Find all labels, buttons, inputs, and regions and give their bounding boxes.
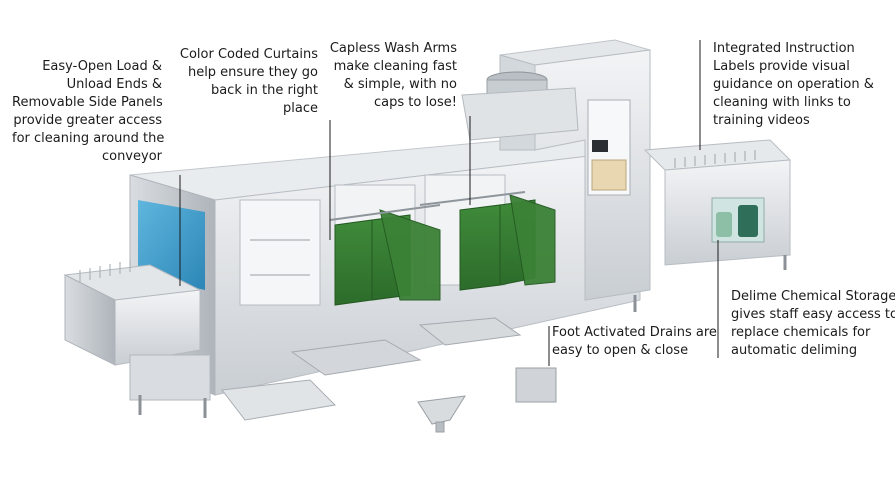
scrap-funnel — [417, 395, 466, 425]
callout-line: replace chemicals for — [731, 325, 871, 340]
drain-basket — [515, 367, 557, 403]
removed-tray-1 — [290, 339, 422, 376]
wash-arms — [329, 191, 526, 221]
exhaust-hood — [461, 87, 579, 141]
base-skirt — [129, 354, 211, 401]
callout-line: Integrated Instruction — [713, 41, 855, 56]
compartment-1 — [239, 199, 321, 306]
callout-line: Foot Activated Drains are — [552, 325, 717, 340]
conveyor-pegs-left — [79, 260, 131, 282]
callout-line: training videos — [713, 113, 810, 128]
panel-screen — [592, 140, 608, 152]
conveyor-pegs-right — [674, 150, 756, 168]
callout-line: gives staff easy access to — [731, 307, 895, 322]
callout-line: Color Coded Curtains — [179, 47, 318, 62]
callout-line: & simple, with no — [343, 77, 457, 92]
callout-line: Delime Chemical Storage — [731, 289, 895, 304]
callout-line: Removable Side Panels — [12, 95, 163, 110]
callout-line: Unload Ends & — [66, 77, 162, 92]
callout-curtains: Color Coded Curtains help ensure they go… — [178, 46, 318, 118]
chemical-bottle — [738, 205, 758, 237]
callout-line: easy to open & close — [552, 343, 689, 358]
leader-lines — [179, 40, 719, 366]
callout-line: automatic deliming — [731, 343, 858, 358]
callout-delime: Delime Chemical Storage gives staff easy… — [731, 288, 895, 360]
callout-easy-open: Easy-Open Load & Unload Ends & Removable… — [12, 58, 165, 166]
load-conveyor-side — [64, 274, 116, 366]
callout-line: help ensure they go — [187, 65, 318, 80]
callout-line: for cleaning around the — [12, 131, 165, 146]
callout-wash-arms: Capless Wash Arms make cleaning fast & s… — [325, 40, 457, 112]
callout-line: place — [283, 101, 318, 116]
callout-line: conveyor — [101, 149, 162, 164]
callout-line: caps to lose! — [373, 95, 457, 110]
callout-line: make cleaning fast — [333, 59, 457, 74]
removed-tray-2 — [418, 317, 522, 346]
instruction-label — [591, 159, 627, 191]
callout-line: provide greater access — [13, 113, 162, 128]
callout-drains: Foot Activated Drains are easy to open &… — [552, 324, 722, 360]
callout-line: guidance on operation & — [713, 77, 874, 92]
curtain-group-2 — [459, 194, 556, 291]
curtain-group-1 — [334, 209, 441, 306]
callout-line: cleaning with links to — [713, 95, 851, 110]
machine-legs — [138, 255, 787, 418]
callout-line: back in the right — [210, 83, 318, 98]
callout-instruction: Integrated Instruction Labels provide vi… — [713, 40, 888, 130]
removed-panel-1 — [221, 379, 337, 421]
callout-line: Labels provide visual — [713, 59, 850, 74]
callout-line: Easy-Open Load & — [42, 59, 162, 74]
callout-line: Capless Wash Arms — [329, 41, 457, 56]
